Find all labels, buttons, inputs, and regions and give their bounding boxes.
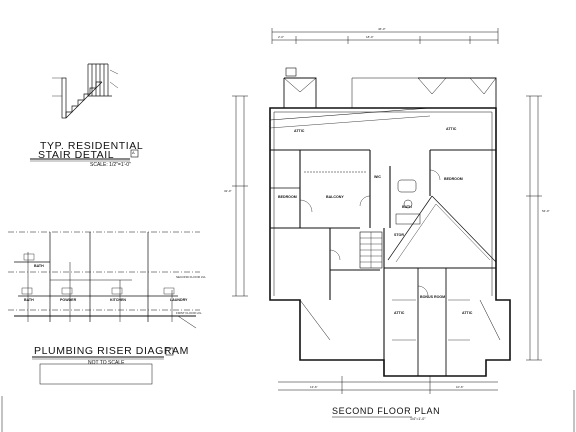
riser-level-first: FIRST FLOOR LVL — [176, 311, 202, 315]
dim-left-depth: 32'-0" — [224, 189, 232, 193]
room-bonus-room: BONUS ROOM — [420, 295, 446, 299]
second-floor-plan-drawing — [232, 28, 542, 418]
stair-detail-badge: A — [132, 150, 135, 155]
room-balcony: BALCONY — [326, 195, 344, 199]
room-attic-se: ATTIC — [462, 311, 473, 315]
floor-plan-scale: 1/4"=1'-0" — [410, 417, 426, 421]
room-bath: BATH — [402, 205, 412, 209]
room-attic-sw: ATTIC — [394, 311, 405, 315]
dim-overall-width: 46'-0" — [378, 27, 386, 31]
riser-label-bath-2: BATH — [24, 298, 34, 302]
stair-detail-drawing — [30, 63, 139, 162]
plumbing-riser-scale: NOT TO SCALE — [88, 360, 125, 366]
riser-level-second: SECOND FLOOR LVL — [176, 275, 206, 279]
dim-right-depth: 54'-0" — [542, 209, 550, 213]
stair-detail-title-line2: STAIR DETAIL — [38, 149, 115, 161]
room-attic-ne: ATTIC — [446, 127, 457, 131]
room-attic-nw: ATTIC — [294, 129, 305, 133]
room-bedroom-east: BEDROOM — [444, 177, 463, 181]
riser-label-powder: POWDER — [60, 298, 77, 302]
room-wic: WIC — [374, 175, 381, 179]
plumbing-riser-drawing — [8, 231, 200, 385]
riser-label-laundry: LAUNDRY — [170, 298, 188, 302]
room-bedroom-west: BEDROOM — [278, 195, 297, 199]
riser-label-kitchen: KITCHEN — [110, 298, 126, 302]
room-stor: STOR — [394, 233, 404, 237]
dim-left-offset: 2'-0" — [278, 35, 284, 39]
stair-detail-title-line1: TYP. RESIDENTIAL — [40, 140, 144, 152]
dim-bottom-right: 10'-6" — [456, 385, 464, 389]
floor-plan-title: SECOND FLOOR PLAN — [332, 406, 441, 416]
riser-label-bath-1: BATH — [34, 264, 44, 268]
stair-detail-scale: SCALE: 1/2"=1'-0" — [90, 162, 131, 168]
dim-bottom-left: 13'-6" — [310, 385, 318, 389]
dim-center-span: 18'-0" — [366, 35, 374, 39]
plumbing-riser-title: PLUMBING RISER DIAGRAM — [34, 345, 189, 357]
